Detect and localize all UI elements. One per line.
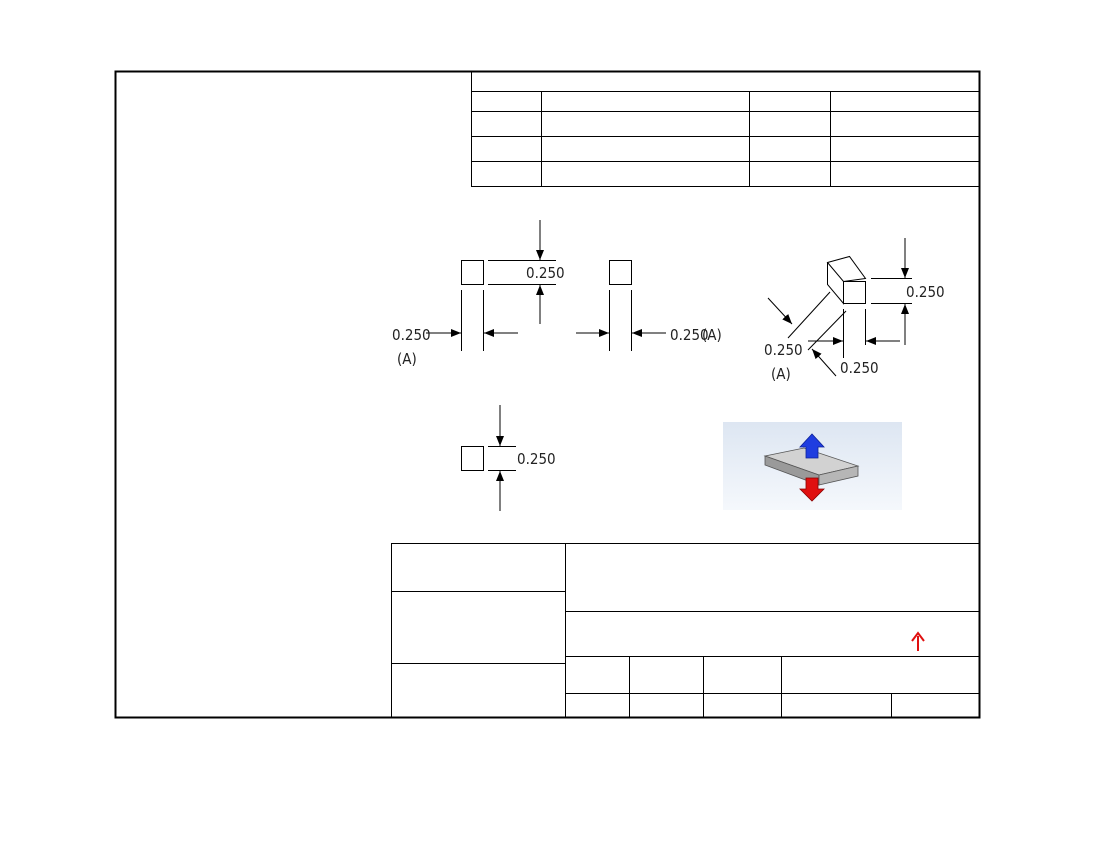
dim-height: 0.250: [906, 283, 945, 301]
shaded-render: [723, 422, 902, 510]
view-top: 0.250 0.250 (A): [392, 220, 565, 368]
dim-width-ref: (A): [702, 326, 722, 344]
view-isometric: 0.250 0.250 0.250 (A): [764, 238, 945, 383]
dim-width-ref: (A): [397, 350, 417, 368]
view-bottom: 0.250: [461, 405, 556, 511]
revision-table: [471, 71, 979, 187]
sheet-border: [114, 70, 981, 719]
revision-up-arrow-icon: [911, 631, 925, 651]
part-square: [609, 260, 632, 285]
dim-width: 0.250: [392, 326, 431, 344]
normal-up-arrow-icon: [799, 433, 825, 459]
dim-width: 0.250: [670, 326, 709, 344]
title-block: [391, 543, 979, 717]
dim-height: 0.250: [517, 450, 556, 468]
part-square: [461, 260, 484, 285]
dim-depth-ref: (A): [771, 365, 791, 383]
dim-width: 0.250: [840, 359, 879, 377]
normal-down-arrow-icon: [799, 477, 825, 502]
dim-depth: 0.250: [764, 341, 803, 359]
part-square: [461, 446, 484, 471]
view-side: 0.250 (A): [576, 260, 722, 351]
dim-height: 0.250: [526, 264, 565, 282]
